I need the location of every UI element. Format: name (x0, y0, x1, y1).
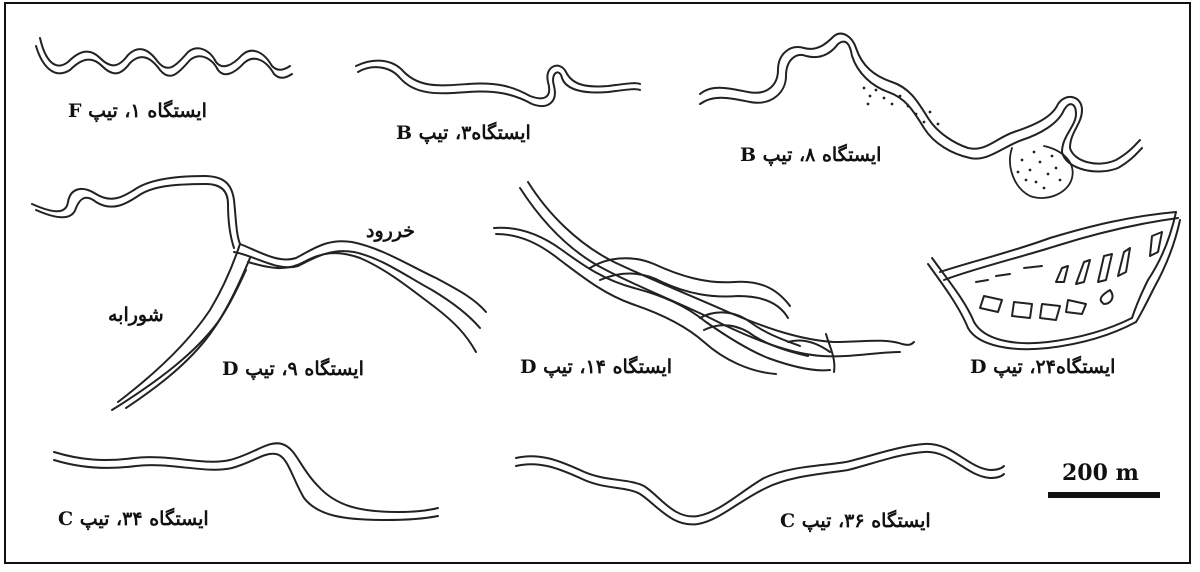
sediment-dots-station-8 (863, 87, 1062, 190)
label-station-9: ایستگاه ۹، تیپ D (222, 360, 364, 379)
river-name-kharrud: خررود (366, 222, 415, 241)
channel-station-8 (700, 34, 1142, 198)
channel-station-1 (36, 38, 292, 78)
label-station-8: ایستگاه ۸، تیپ B (740, 146, 881, 165)
label-station-14: ایستگاه ۱۴، تیپ D (520, 358, 672, 377)
scale-bar-label: 200 m (1062, 462, 1139, 484)
river-name-shurabeh: شورابه (108, 306, 164, 325)
label-station-36: ایستگاه ۳۶، تیپ C (780, 512, 931, 531)
channel-station-14 (494, 182, 914, 374)
label-station-24: ایستگاه۲۴، تیپ D (970, 358, 1115, 377)
label-station-3: ایستگاه۳، تیپ B (396, 124, 531, 143)
label-station-34: ایستگاه ۳۴، تیپ C (58, 510, 209, 529)
label-station-1: ایستگاه ۱، تیپ F (68, 102, 207, 121)
channel-station-3 (356, 61, 640, 106)
channel-station-24 (928, 212, 1180, 349)
scale-bar (1048, 492, 1160, 498)
